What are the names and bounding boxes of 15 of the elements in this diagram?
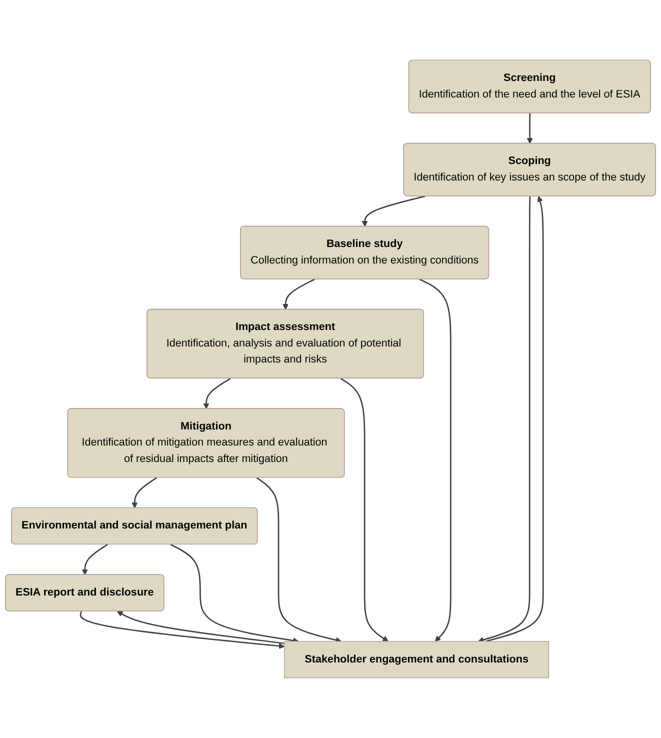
arrow: [340, 378, 388, 642]
arrow: [485, 196, 544, 642]
arrow: [203, 378, 231, 410]
arrow: [80, 611, 285, 649]
arrow: [526, 113, 533, 144]
arrow: [132, 477, 158, 508]
arrow: [419, 278, 452, 642]
arrow: [82, 544, 108, 576]
arrow: [256, 477, 342, 643]
arrow: [478, 196, 531, 643]
arrow: [282, 278, 315, 310]
arrow: [362, 196, 426, 227]
node-box: Stakeholder engagement and consultations: [284, 641, 550, 678]
arrow: [116, 611, 284, 644]
arrow: [170, 544, 299, 644]
